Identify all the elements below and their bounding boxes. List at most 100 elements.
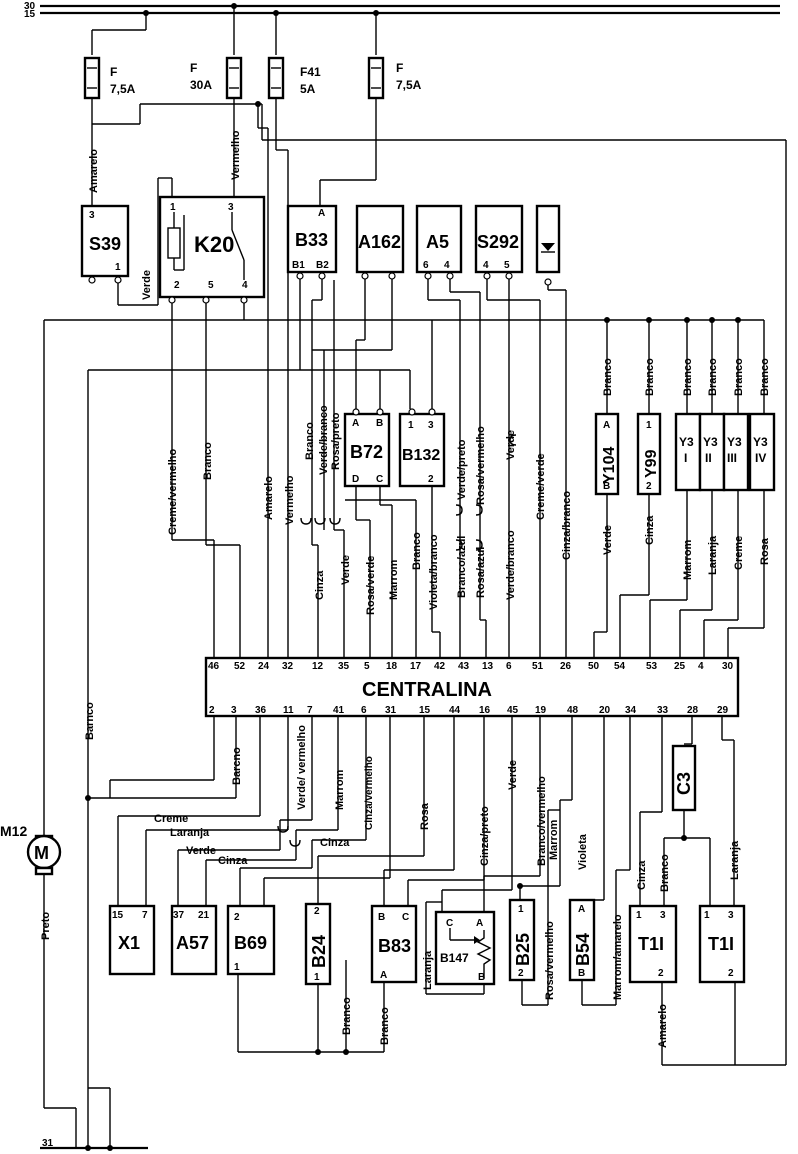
- wire-creme-vermelho: Creme/vermelho: [167, 449, 179, 535]
- svg-text:15: 15: [112, 910, 124, 921]
- wire-branco-y3a: Branco: [682, 358, 694, 396]
- fuse-2-rating: 30A: [190, 78, 212, 92]
- wire-verde: Verde: [186, 845, 216, 857]
- b54-label: B54: [573, 933, 593, 966]
- component-s292: S292 4 5: [474, 204, 524, 280]
- centralina-bottom-pin-11: 11: [283, 705, 294, 716]
- wire-marrom: Marrom: [388, 559, 400, 600]
- wire-branco-y104: Branco: [602, 358, 614, 396]
- rail-31-label: 31: [42, 1138, 54, 1149]
- centralina-bottom-pin-31: 31: [385, 705, 397, 716]
- fuse-4: [367, 56, 385, 100]
- svg-text:1: 1: [314, 972, 320, 983]
- wire-branco3: Branco: [411, 532, 423, 570]
- component-b24: B24 2 1: [304, 902, 332, 1055]
- centralina-bottom-pin-2: 2: [209, 705, 215, 716]
- centralina-bottom-pin-19: 19: [535, 705, 547, 716]
- wire-marrom-y3: Marrom: [682, 539, 694, 580]
- centralina-top-pin-24: 24: [258, 661, 270, 672]
- wire-branco-y3b: Branco: [707, 358, 719, 396]
- resistor-icon: [476, 930, 492, 978]
- component-t1-b: T1I 1 3 2: [698, 904, 746, 1065]
- svg-text:C: C: [446, 918, 453, 929]
- wire-rosa-preto: Rosa/preto: [330, 412, 342, 470]
- t1a-label: T1I: [638, 934, 664, 954]
- centralina-bottom-pin-33: 33: [657, 705, 669, 716]
- b25-label: B25: [513, 933, 533, 966]
- svg-text:C: C: [402, 912, 409, 923]
- centralina-top-pin-25: 25: [674, 661, 686, 672]
- component-t1-a: T1I 1 3 2 Amarelo: [628, 904, 735, 1066]
- svg-text:1: 1: [115, 262, 121, 273]
- svg-text:2: 2: [314, 906, 320, 917]
- svg-text:A: A: [380, 970, 387, 981]
- component-b69: B69 2 1: [226, 904, 384, 1053]
- svg-text:21: 21: [198, 910, 210, 921]
- svg-text:2: 2: [658, 968, 664, 979]
- wire-branco-b83: Branco: [379, 1007, 391, 1045]
- svg-text:A: A: [603, 420, 610, 431]
- rails: 30 15 31: [24, 1, 780, 1150]
- wire-creme-verde: Creme/verde: [535, 453, 547, 520]
- fuse-2: [225, 56, 243, 100]
- wire-barcno: Barcno: [231, 747, 243, 785]
- svg-text:1: 1: [234, 962, 240, 973]
- y104-label: Y104: [601, 447, 618, 484]
- b69-label: B69: [234, 933, 267, 953]
- component-y99: Y99 1 2: [636, 412, 662, 496]
- centralina-bottom-pin-29: 29: [717, 705, 729, 716]
- wire-branco-y99: Branco: [644, 358, 656, 396]
- component-y104: Y104 A B: [594, 412, 620, 496]
- svg-text:A: A: [318, 208, 325, 219]
- svg-text:2: 2: [234, 912, 240, 923]
- centralina-bottom-pin-44: 44: [449, 705, 461, 716]
- component-b147: C A B B147 Laranja: [422, 901, 496, 995]
- wire-cinza2: Cinza: [320, 837, 350, 849]
- wire-verde-s39: Verde: [141, 270, 153, 300]
- centralina-bottom-pin-16: 16: [479, 705, 491, 716]
- svg-text:3: 3: [660, 910, 666, 921]
- svg-text:2: 2: [174, 280, 180, 291]
- y3-1-roman: I: [684, 451, 687, 465]
- svg-text:1: 1: [408, 420, 414, 431]
- wire-cinza-preto: Cinza/preto: [479, 806, 491, 866]
- rail-30-label: 30: [24, 1, 36, 12]
- component-y3-group: Y3 I Y3 II Y3 III Y3 IV: [674, 412, 776, 492]
- y3-1-label: Y3: [679, 435, 694, 449]
- svg-text:4: 4: [483, 260, 489, 271]
- centralina-top-pin-51: 51: [532, 661, 544, 672]
- svg-text:1: 1: [646, 420, 652, 431]
- centralina-top-pin-6: 6: [506, 661, 512, 672]
- svg-text:4: 4: [242, 280, 248, 291]
- centralina-bottom-pin-15: 15: [419, 705, 431, 716]
- svg-text:37: 37: [173, 910, 185, 921]
- fuse-1-name: F: [110, 65, 117, 79]
- s292-label: S292: [477, 232, 519, 252]
- fuse-wires: Amarelo Vermelho Amarelo Vermelho: [88, 98, 787, 1066]
- component-a57: A57 37 21: [170, 904, 218, 976]
- svg-text:2: 2: [646, 481, 652, 492]
- centralina-top-pin-32: 32: [282, 661, 294, 672]
- s39-label: S39: [89, 234, 121, 254]
- svg-text:B1: B1: [292, 260, 305, 271]
- svg-text:D: D: [352, 474, 359, 485]
- svg-text:7: 7: [142, 910, 148, 921]
- wire-amarelo: Amarelo: [88, 149, 100, 193]
- component-s39: S39 3 1: [80, 204, 158, 306]
- fuse-3-name: F41: [300, 65, 321, 79]
- svg-text:B: B: [578, 968, 585, 979]
- svg-text:B: B: [478, 972, 485, 983]
- y99-label: Y99: [643, 449, 660, 478]
- centralina-top-pin-35: 35: [338, 661, 350, 672]
- b33-label: B33: [295, 230, 328, 250]
- centralina-bottom-pin-48: 48: [567, 705, 579, 716]
- component-diode: [535, 204, 561, 286]
- wire-amarelo2: Amarelo: [263, 476, 275, 520]
- centralina-top-pin-26: 26: [560, 661, 572, 672]
- wire-branco2: Branco: [304, 422, 316, 460]
- diode-icon: [541, 243, 555, 251]
- wire-branco-azul: Branco/azul: [456, 536, 468, 598]
